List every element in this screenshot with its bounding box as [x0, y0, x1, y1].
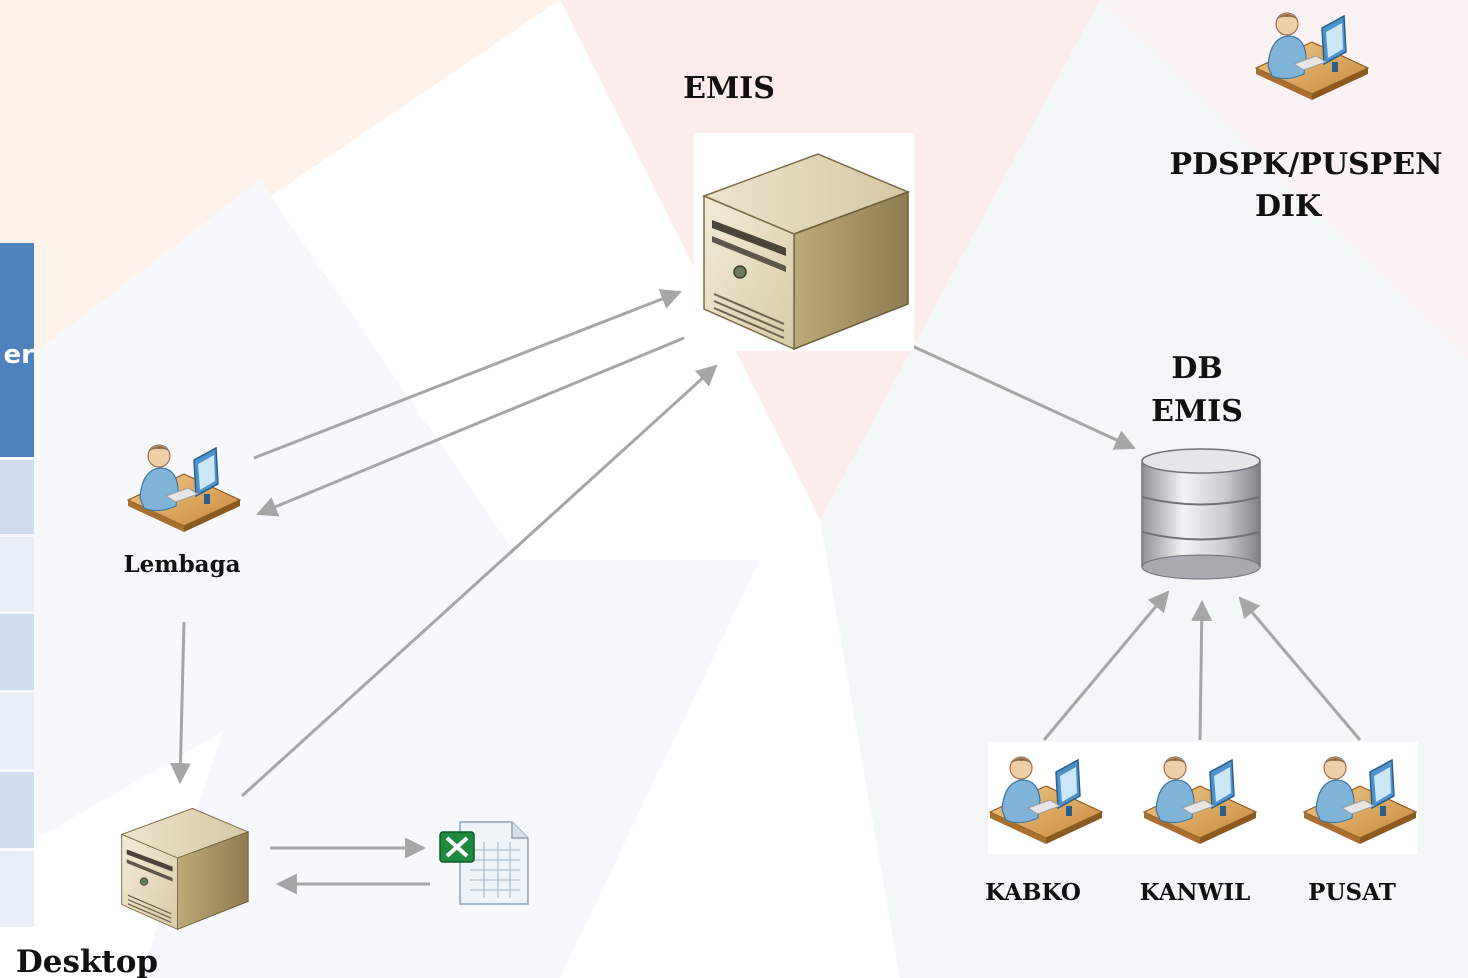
desktop-label: Desktop: [16, 944, 158, 978]
kanwil-label: KANWIL: [1140, 879, 1251, 906]
side-table-header: [0, 243, 34, 457]
pdspk-user-icon: [1255, 12, 1369, 101]
lembaga-label: Lembaga: [123, 551, 240, 578]
arrow-lembaga-to-emis: [253, 289, 682, 460]
lembaga-user-icon: [127, 444, 241, 533]
arrow-desktop-to-emis: [240, 364, 718, 798]
arrow-kanwil-to-db: [1191, 599, 1213, 741]
arrow-emis-to-lembaga: [256, 336, 685, 517]
side-table-row: [0, 614, 34, 690]
side-table-row: [0, 537, 34, 611]
arrow-lembaga-to-desktop: [169, 621, 191, 785]
arrow-pusat-to-db: [1238, 596, 1362, 741]
pdspk-label-line2: DIK: [1255, 189, 1322, 224]
kabko-label: KABKO: [985, 879, 1081, 906]
arrow-kabko-to-db: [1042, 590, 1170, 741]
db-label-line2: EMIS: [1151, 394, 1243, 429]
database-icon: [1141, 448, 1261, 580]
side-table-row: [0, 851, 34, 927]
pusat-label: PUSAT: [1308, 879, 1396, 906]
pdspk-label-line1: PDSPK/PUSPEN: [1169, 147, 1442, 182]
side-table-row: [0, 772, 34, 848]
db-label-line1: DB: [1171, 351, 1222, 386]
side-table-row: [0, 460, 34, 534]
side-table-row: [0, 693, 34, 769]
emis-label: EMIS: [683, 71, 775, 106]
excel-file-icon: [439, 821, 529, 905]
connectors: [169, 289, 1362, 895]
desktop-server-icon: [121, 807, 249, 930]
side-table-header-text: er: [3, 340, 34, 370]
